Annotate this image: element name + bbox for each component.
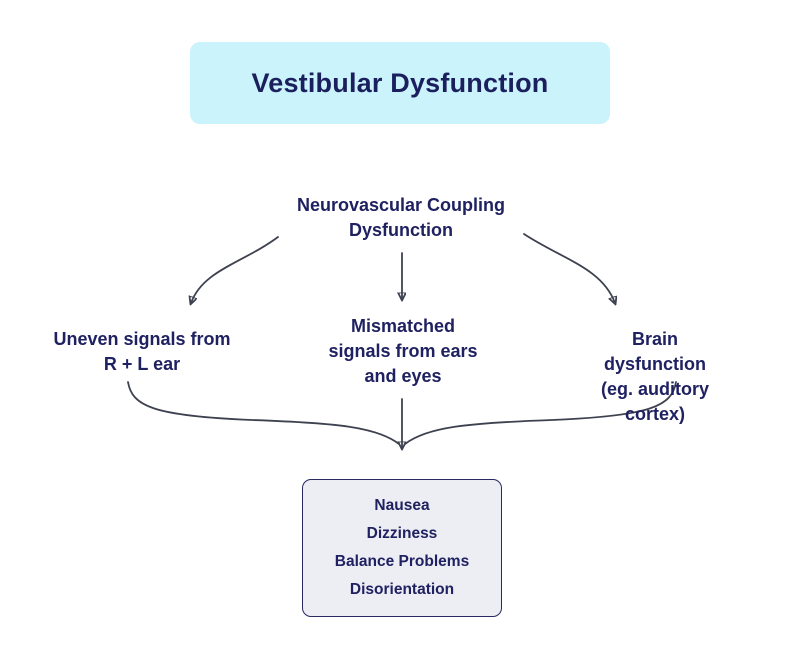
diagram-title: Vestibular Dysfunction bbox=[251, 67, 549, 98]
symptom-balance-problems: Balance Problems bbox=[334, 553, 470, 570]
arrow-root-to-right-cause-icon bbox=[523, 233, 615, 303]
symptom-disorientation: Disorientation bbox=[349, 581, 455, 598]
arrow-root-to-left-cause-icon bbox=[191, 236, 279, 303]
symptom-dizziness: Dizziness bbox=[366, 525, 438, 542]
node-brain-dysfunction: Brain dysfunction (eg. auditory cortex) bbox=[600, 329, 709, 424]
symptoms-box: Nausea Dizziness Balance Problems Disori… bbox=[302, 479, 502, 617]
node-neurovascular-coupling-dysfunction: Neurovascular Coupling Dysfunction bbox=[296, 195, 506, 240]
node-uneven-signals: Uneven signals from R + L ear bbox=[53, 329, 231, 374]
symptom-nausea: Nausea bbox=[374, 497, 430, 514]
diagram-title-box: Vestibular Dysfunction bbox=[190, 42, 610, 124]
arrow-left-cause-to-symptoms-icon bbox=[127, 381, 400, 445]
node-mismatched-signals: Mismatched signals from ears and eyes bbox=[328, 316, 478, 386]
